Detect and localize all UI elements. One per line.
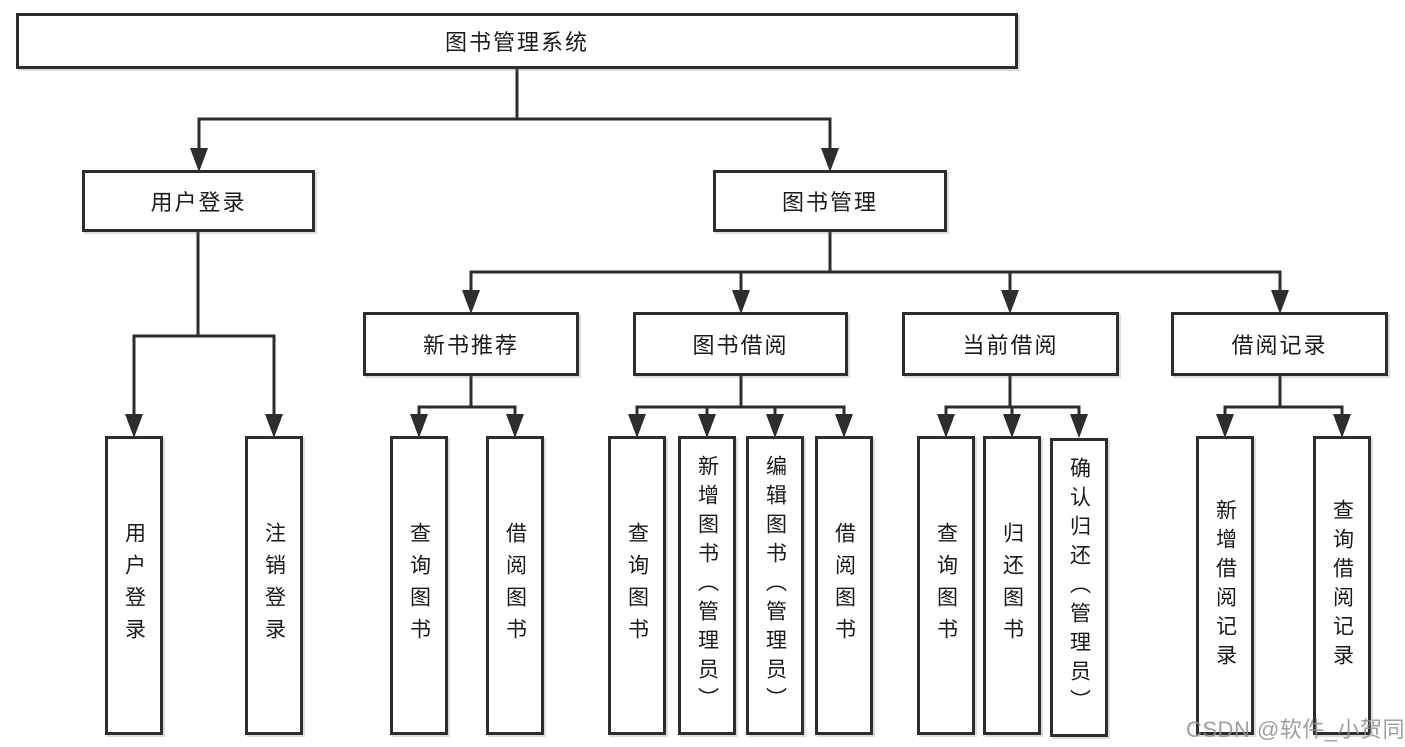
connector-book-borrowing: [635, 376, 846, 418]
connector-user-login: [132, 232, 276, 418]
watermark: CSDN @软件_小贺同学: [1186, 717, 1405, 742]
node-leaf-query-books-current: 查询图书: [917, 436, 975, 735]
node-borrowing-records: 借阅记录: [1171, 312, 1388, 376]
node-book-management: 图书管理: [713, 170, 947, 232]
node-leaf-logout: 注销登录: [245, 436, 303, 735]
node-leaf-borrow-books-recommend: 借阅图书: [486, 436, 544, 735]
node-leaf-return-books: 归还图书: [983, 436, 1041, 735]
node-current-borrowing: 当前借阅: [902, 312, 1119, 376]
node-leaf-confirm-return-admin: 确认归还（管理员）: [1050, 438, 1108, 737]
node-leaf-query-books-recommend: 查询图书: [390, 436, 448, 735]
node-leaf-borrow-books: 借阅图书: [815, 436, 873, 735]
connector-root: [197, 68, 832, 150]
arrowheads: [125, 148, 1351, 438]
connector-current-borrowing: [944, 376, 1081, 418]
node-new-book-recommendation: 新书推荐: [363, 312, 579, 376]
node-root: 图书管理系统: [16, 13, 1018, 69]
node-leaf-edit-book-admin: 编辑图书（管理员）: [746, 436, 804, 735]
node-user-login: 用户登录: [82, 170, 315, 232]
node-book-borrowing: 图书借阅: [633, 312, 848, 376]
connector-new-book-recommendation: [417, 376, 517, 418]
node-leaf-query-books-borrow: 查询图书: [608, 436, 666, 735]
node-leaf-add-book-admin: 新增图书（管理员）: [678, 436, 736, 735]
node-leaf-user-login: 用户登录: [105, 436, 163, 735]
connector-borrowing-records: [1223, 376, 1344, 418]
node-leaf-query-borrow-record: 查询借阅记录: [1313, 436, 1371, 735]
connector-book-management: [469, 232, 1282, 294]
node-leaf-add-borrow-record: 新增借阅记录: [1196, 436, 1254, 735]
